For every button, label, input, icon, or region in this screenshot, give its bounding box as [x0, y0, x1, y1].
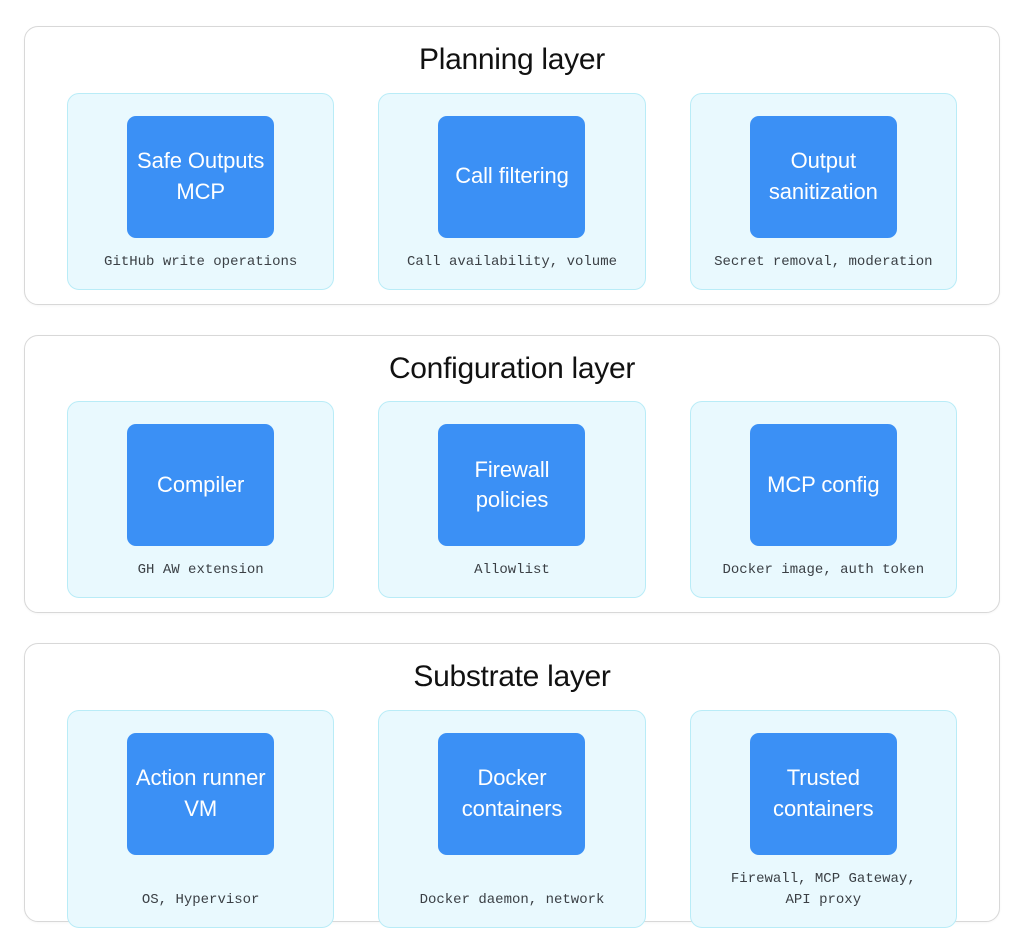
component-caption: GH AW extension: [137, 562, 264, 579]
component-box-label: Call filtering: [438, 115, 586, 238]
component-card-firewall-policies[interactable]: Firewall policies Allowlist: [378, 401, 646, 599]
component-box-label: Docker containers: [438, 732, 586, 855]
component-card-output-sanitization[interactable]: Output sanitization Secret removal, mode…: [689, 92, 957, 290]
layer-panel-substrate: Substrate layer Action runner VM OS, Hyp…: [24, 643, 1000, 928]
layer-title: Planning layer: [419, 43, 605, 76]
component-card-trusted-containers[interactable]: Trusted containers Firewall, MCP Gateway…: [689, 709, 957, 928]
component-card-safe-outputs-mcp[interactable]: Safe Outputs MCP GitHub write operations: [67, 92, 335, 290]
component-caption: Call availability, volume: [406, 253, 618, 270]
component-box-label: Action runner VM: [127, 732, 275, 855]
component-caption: GitHub write operations: [104, 253, 298, 270]
layer-title: Substrate layer: [413, 660, 611, 694]
component-box-label: Safe Outputs MCP: [127, 115, 275, 238]
component-card-call-filtering[interactable]: Call filtering Call availability, volume: [378, 92, 646, 290]
layer-components-row: Action runner VM OS, Hypervisor Docker c…: [67, 709, 957, 928]
layer-title: Configuration layer: [388, 351, 636, 385]
component-caption: Secret removal, moderation: [714, 253, 933, 270]
component-box-label: MCP config: [749, 424, 897, 547]
component-caption: OS, Hypervisor: [141, 891, 260, 908]
component-box-label: Output sanitization: [749, 115, 897, 238]
component-box-label: Compiler: [127, 424, 275, 547]
layer-panel-planning: Planning layer Safe Outputs MCP GitHub w…: [24, 26, 1000, 305]
layer-panel-configuration: Configuration layer Compiler GH AW exten…: [24, 334, 1000, 614]
component-caption: Docker daemon, network: [419, 891, 605, 908]
component-caption: Docker image, auth token: [722, 562, 925, 579]
component-box-label: Firewall policies: [438, 424, 586, 547]
component-caption: Allowlist: [474, 562, 550, 579]
component-card-action-runner-vm[interactable]: Action runner VM OS, Hypervisor: [67, 709, 335, 928]
component-box-label: Trusted containers: [749, 732, 897, 855]
component-caption: Firewall, MCP Gateway, API proxy: [730, 870, 916, 908]
component-card-compiler[interactable]: Compiler GH AW extension: [67, 401, 335, 599]
component-card-mcp-config[interactable]: MCP config Docker image, auth token: [689, 401, 957, 599]
component-card-docker-containers[interactable]: Docker containers Docker daemon, network: [378, 709, 646, 928]
layer-components-row: Compiler GH AW extension Firewall polici…: [67, 401, 957, 599]
layer-components-row: Safe Outputs MCP GitHub write operations…: [67, 92, 957, 290]
